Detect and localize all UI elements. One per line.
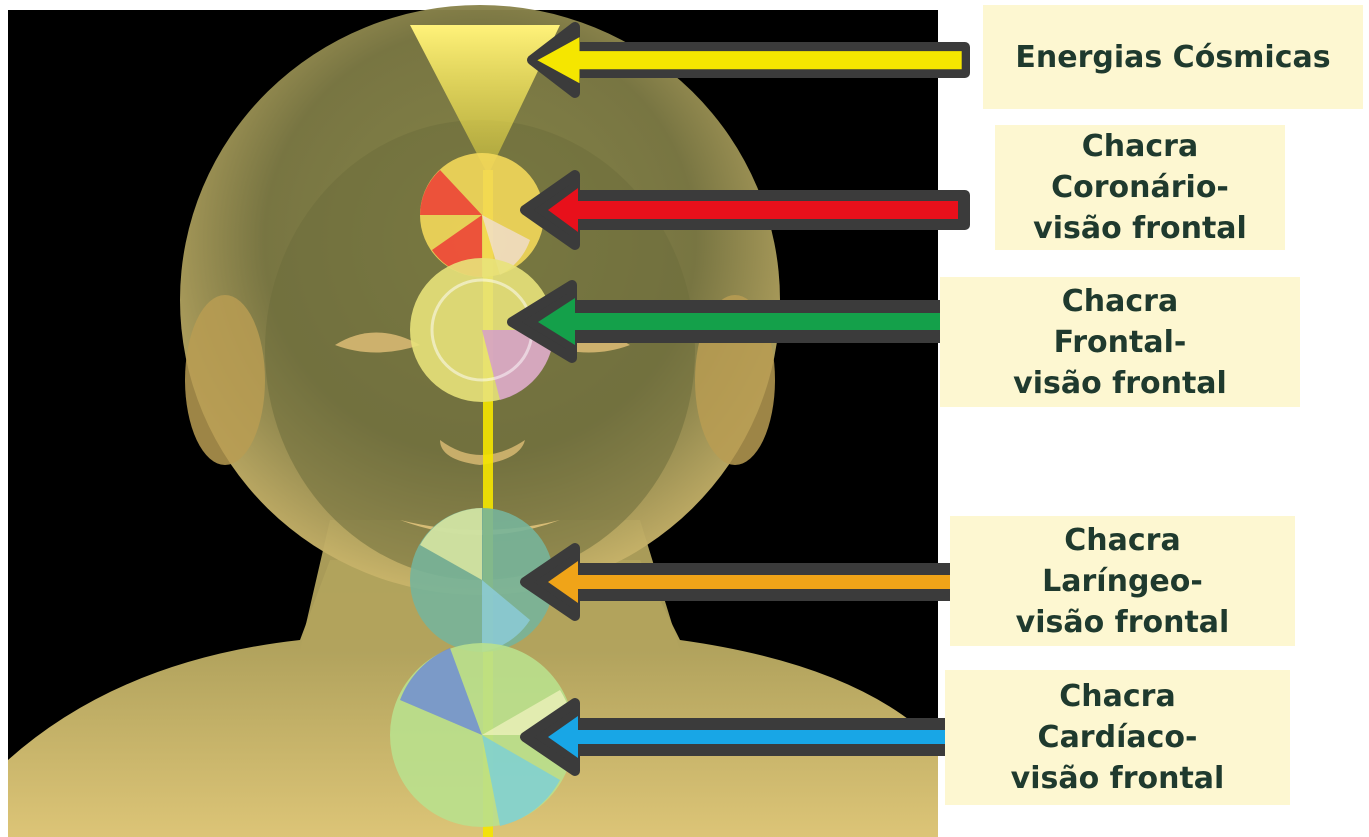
left-ear — [185, 295, 265, 465]
label-laringeo-line-1: Chacra — [1016, 520, 1230, 561]
label-cardiaco-line-1: Chacra — [1011, 676, 1225, 717]
label-energias-line-1: Energias Cósmicas — [1015, 37, 1330, 78]
label-coronario-line-3: visão frontal — [1033, 208, 1247, 249]
label-chacra-coronario: Chacra Coronário- visão frontal — [995, 125, 1285, 250]
label-chacra-laringeo: Chacra Laríngeo- visão frontal — [950, 516, 1295, 646]
label-cardiaco-line-3: visão frontal — [1011, 758, 1225, 799]
label-laringeo-line-2: Laríngeo- — [1016, 561, 1230, 602]
label-frontal-line-3: visão frontal — [1013, 363, 1227, 404]
label-frontal-line-2: Frontal- — [1013, 322, 1227, 363]
label-laringeo-line-3: visão frontal — [1016, 602, 1230, 643]
label-chacra-cardiaco: Chacra Cardíaco- visão frontal — [945, 670, 1290, 805]
label-coronario-line-2: Coronário- — [1033, 167, 1247, 208]
label-frontal-line-1: Chacra — [1013, 281, 1227, 322]
label-coronario-line-1: Chacra — [1033, 126, 1247, 167]
label-cardiaco-line-2: Cardíaco- — [1011, 717, 1225, 758]
label-energias-cosmicas: Energias Cósmicas — [983, 5, 1363, 109]
label-chacra-frontal: Chacra Frontal- visão frontal — [940, 277, 1300, 407]
